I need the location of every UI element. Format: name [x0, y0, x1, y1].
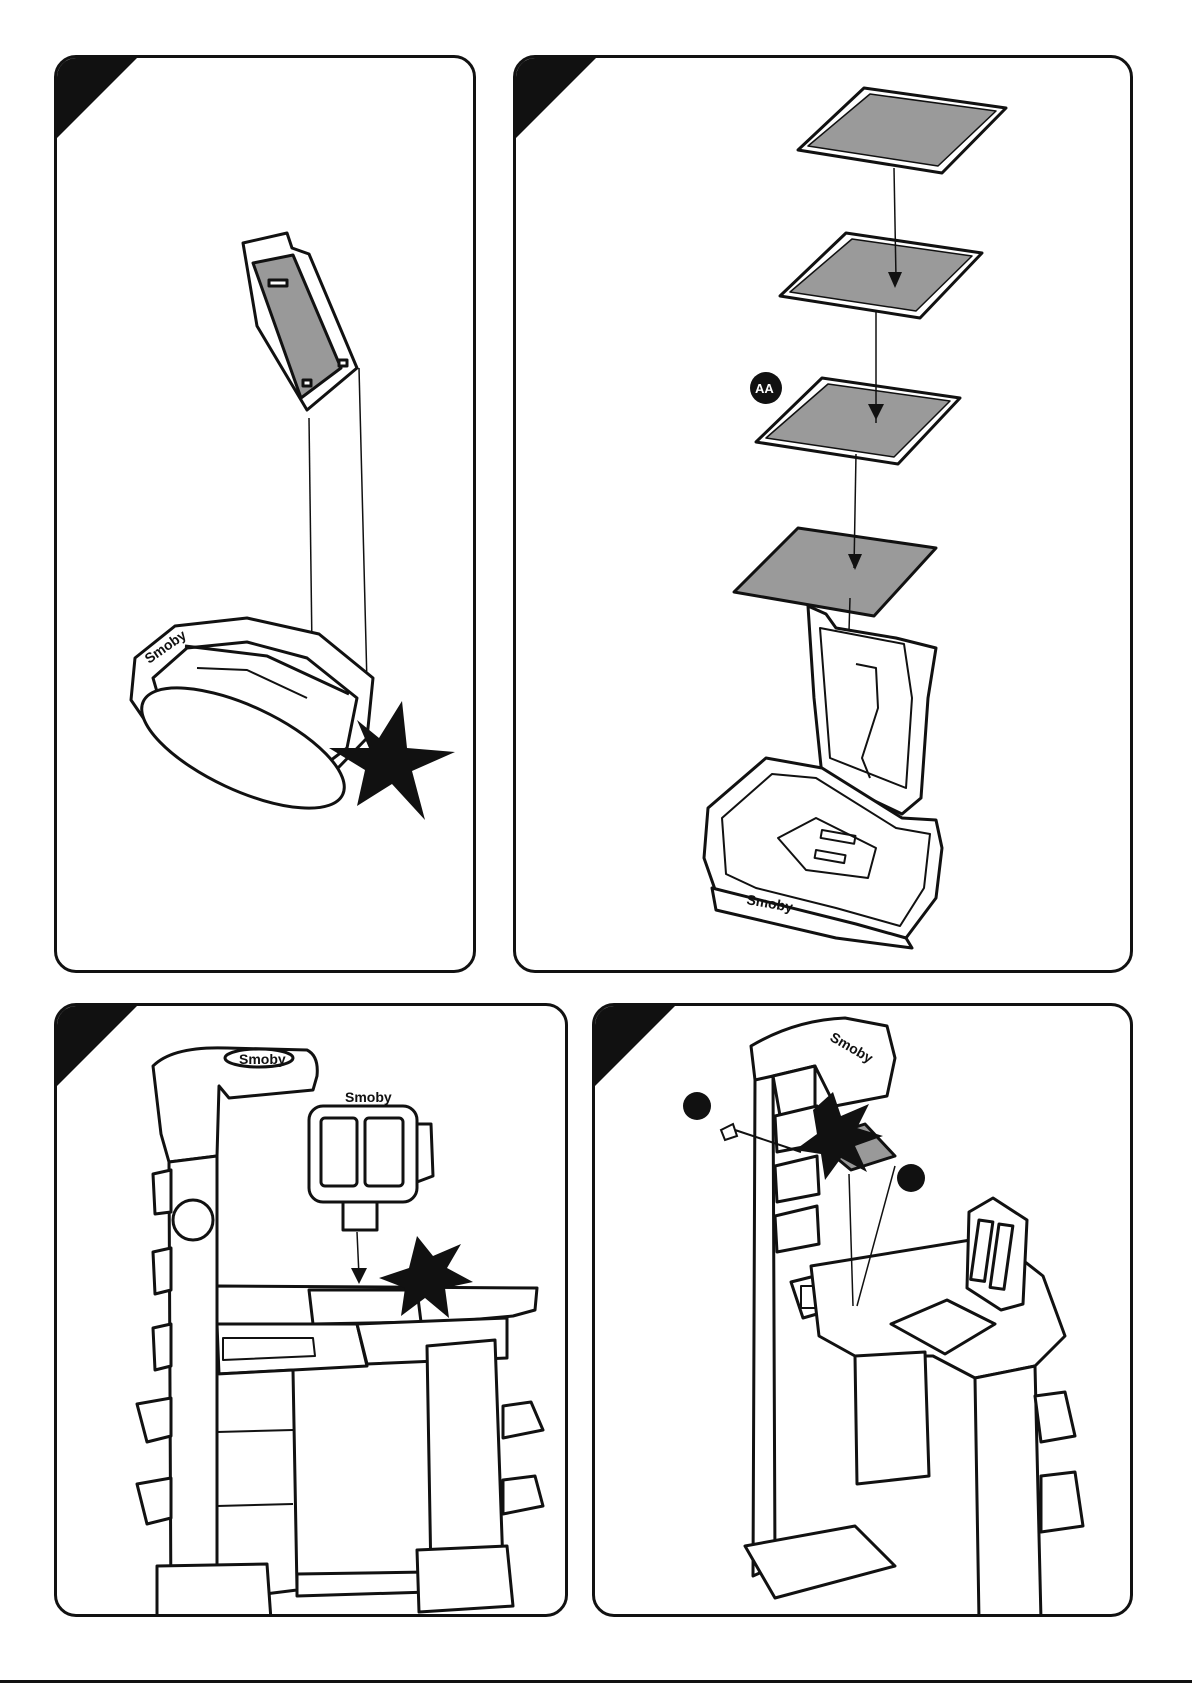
cover-plates — [734, 88, 1006, 616]
svg-text:AA: AA — [755, 381, 774, 396]
panel-1-illustration: Smoby — [57, 58, 476, 973]
battery-badge-icon: AA — [750, 372, 782, 404]
panel-2-illustration: AA Smoby — [516, 58, 1133, 973]
brand-logo-text: Smoby — [239, 1051, 286, 1067]
page-bottom-rule — [0, 1680, 1192, 1683]
assembly-panel-3: Smoby Smoby — [54, 1003, 568, 1617]
scanner-screen — [309, 1106, 433, 1230]
brand-logo-text: Smoby — [345, 1089, 392, 1105]
callout-dot-1 — [683, 1092, 711, 1120]
scale-unit — [704, 606, 942, 948]
arrow-down-icon — [351, 1268, 367, 1284]
assembly-panel-1: Smoby — [54, 55, 476, 973]
assembly-panel-2: AA Smoby — [513, 55, 1133, 973]
shop-counter — [745, 1018, 1083, 1617]
scanner-screen — [967, 1198, 1027, 1310]
panel-4-illustration: Smoby — [595, 1006, 1133, 1617]
panel-3-illustration: Smoby Smoby — [57, 1006, 568, 1617]
bracket-part — [243, 233, 357, 410]
assembly-panel-4: Smoby — [592, 1003, 1133, 1617]
callout-dot-2 — [897, 1164, 925, 1192]
